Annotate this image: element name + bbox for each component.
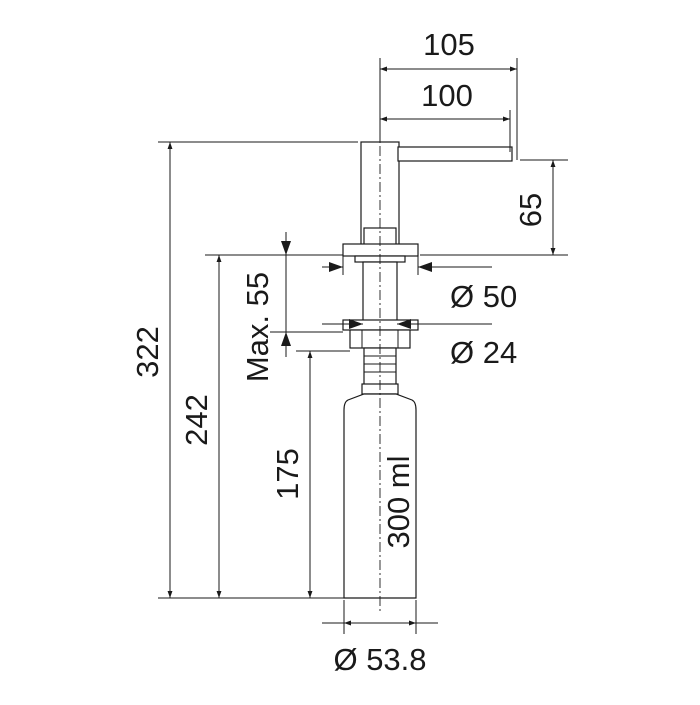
dim-max55-label: Max. 55 [240, 272, 275, 382]
dim-d53-8-label: Ø 53.8 [333, 642, 426, 677]
dim-105-label: 105 [423, 27, 475, 62]
dim-65-label: 65 [513, 193, 548, 227]
dim-d24-label: Ø 24 [450, 335, 517, 370]
flange [342, 243, 419, 257]
dim-242-label: 242 [179, 394, 214, 446]
dimensions: 105 100 65 322 242 Max. 55 Ø 5 [130, 27, 568, 677]
dim-d50-label: Ø 50 [450, 279, 517, 314]
soap-dispenser [342, 128, 513, 612]
spout [397, 146, 513, 162]
bottle-capacity-label: 300 ml [381, 455, 416, 548]
dim-322-label: 322 [130, 326, 165, 378]
dim-175-label: 175 [270, 448, 305, 500]
dim-100-label: 100 [421, 78, 473, 113]
